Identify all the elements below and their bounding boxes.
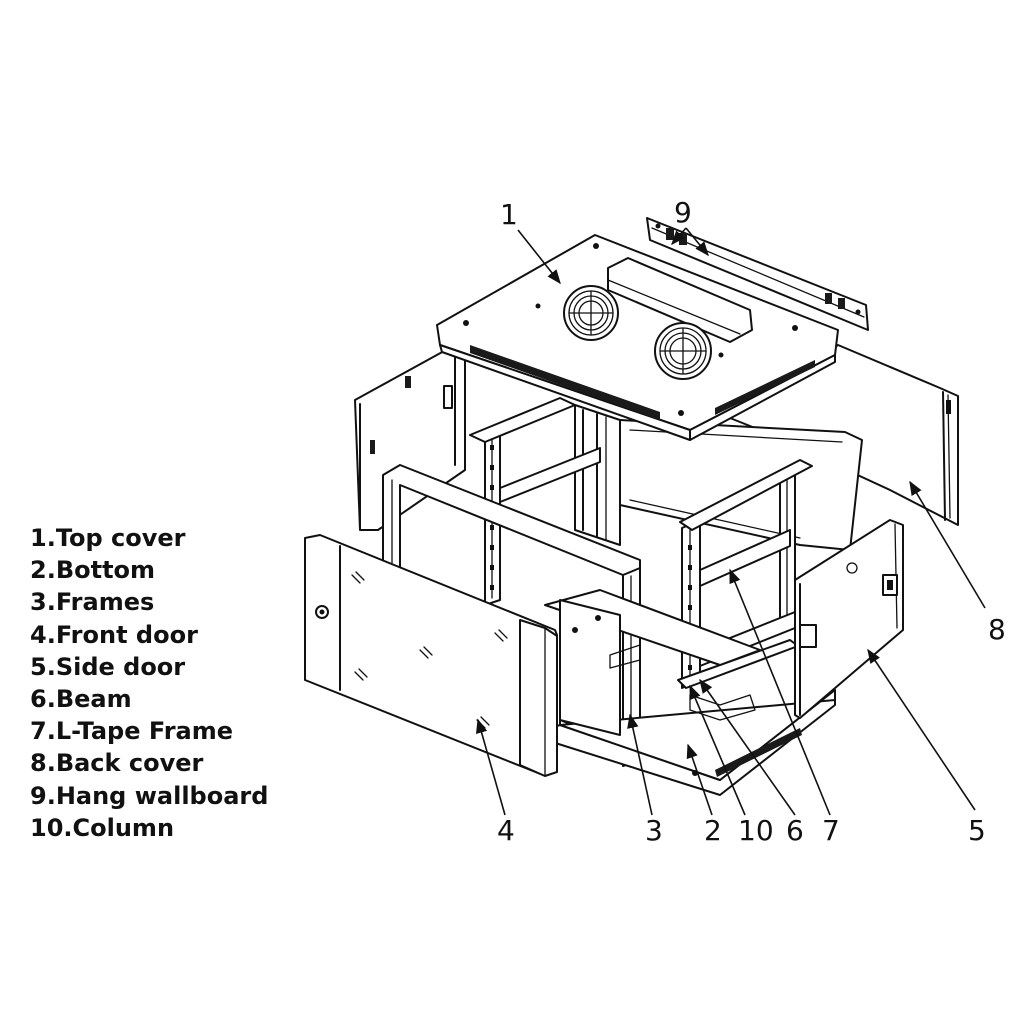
rear-frame (574, 404, 863, 551)
callout-1: 1 (500, 198, 518, 231)
callout-2: 2 (704, 814, 722, 847)
fan-1 (563, 285, 619, 341)
inner-frames (469, 397, 813, 689)
callout-10: 10 (738, 814, 774, 847)
top-cover (436, 234, 839, 441)
callout-9: 9 (674, 196, 692, 229)
callout-3: 3 (645, 814, 663, 847)
glass-reflection-marks (351, 571, 508, 729)
legend-item-beam: 6.Beam (30, 685, 132, 714)
callout-4: 4 (497, 814, 515, 847)
callout-7: 7 (822, 814, 840, 847)
legend-item-frames: 3.Frames (30, 588, 155, 617)
fan-2 (654, 322, 712, 380)
right-side-door (794, 519, 904, 719)
legend-item-back-cover: 8.Back cover (30, 749, 204, 778)
front-door (304, 534, 558, 777)
legend-item-bottom: 2.Bottom (30, 556, 156, 585)
bottom-vent-slots (715, 728, 802, 777)
bottom-plate (529, 589, 836, 796)
leader-lines (476, 227, 986, 816)
callout-8: 8 (988, 613, 1006, 646)
parts-legend: 1.Top cover 2.Bottom 3.Frames 4.Front do… (30, 522, 268, 844)
legend-item-front-door: 4.Front door (30, 620, 198, 649)
legend-item-column: 10.Column (30, 813, 175, 842)
callout-6: 6 (786, 814, 804, 847)
legend-item-l-tape-frame: 7.L-Tape Frame (30, 717, 234, 746)
legend-item-top-cover: 1.Top cover (30, 524, 186, 552)
legend-item-hang-wallboard: 9.Hang wallboard (30, 781, 269, 810)
top-cover-screws (463, 243, 798, 416)
callout-5: 5 (968, 814, 986, 847)
callout-numbers: 1 9 8 4 3 2 10 6 7 5 (497, 196, 1006, 847)
legend-item-side-door: 5.Side door (30, 652, 186, 681)
